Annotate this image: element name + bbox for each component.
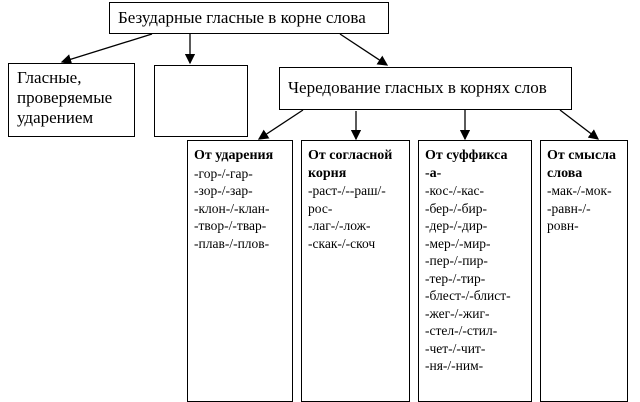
root-pair: ровн- <box>547 218 579 233</box>
alternation-label: Чередование гласных в корнях слов <box>288 78 547 97</box>
alternation-column-4: От смысла слова -мак-/-мок- -равн-/- ровн- <box>540 140 628 402</box>
root-pair: -чет-/-чит- <box>425 340 486 356</box>
root-pair: -плав-/-плов- <box>194 235 270 251</box>
root-pair: -пер-/-пир- <box>425 253 488 268</box>
root-pair: рос- <box>308 200 333 216</box>
root-pair: -раст-/--раш/- <box>308 183 386 198</box>
column-title: От суффикса -а- <box>425 148 508 181</box>
root-pair: -твор-/-твар- <box>194 218 267 233</box>
alternation-column-2: От согласной корня -раст-/--раш/- рос- -лаг… <box>301 140 410 402</box>
checked-vowels-node: Гласные, проверяемые ударением <box>8 63 135 137</box>
root-pair: -дер-/-дир- <box>425 218 488 233</box>
column-title: От смысла слова <box>547 148 617 181</box>
alternation-node: Чередование гласных в корнях слов <box>279 67 572 110</box>
root-label: Безударные гласные в корне слова <box>118 8 366 27</box>
root-pair: -стел-/-стил- <box>425 323 498 338</box>
root-pair: -гор-/-гар- <box>194 165 253 181</box>
column-title: От ударения <box>194 148 274 163</box>
alternation-column-1: От ударения -гор-/-гар- -зор-/-зар- -клон-/… <box>187 140 293 402</box>
root-pair: -бер-/-бир- <box>425 200 488 216</box>
root-pair: -скак-/-скоч <box>308 235 376 251</box>
root-node: Безударные гласные в корне слова <box>109 2 389 34</box>
column-title: От согласной корня <box>308 148 393 181</box>
empty-node <box>154 65 248 137</box>
root-pair: -кос-/-кас- <box>425 183 485 198</box>
root-pair: -мак-/-мок- <box>547 183 612 198</box>
root-pair: -лаг-/-лож- <box>308 218 371 233</box>
checked-label: Гласные, проверяемые ударением <box>17 68 113 127</box>
alternation-column-3: От суффикса -а- -кос-/-кас- -бер-/-бир- -де… <box>418 140 532 402</box>
root-pair: -клон-/-клан- <box>194 200 270 216</box>
root-pair: -тер-/-тир- <box>425 270 486 286</box>
root-pair: -зор-/-зар- <box>194 183 253 198</box>
root-pair: -жег-/-жиг- <box>425 305 490 321</box>
root-pair: -блест-/-блист- <box>425 288 511 303</box>
root-pair: -мер-/-мир- <box>425 235 491 251</box>
root-pair: -ня-/-ним- <box>425 358 484 373</box>
root-pair: -равн-/- <box>547 200 591 216</box>
